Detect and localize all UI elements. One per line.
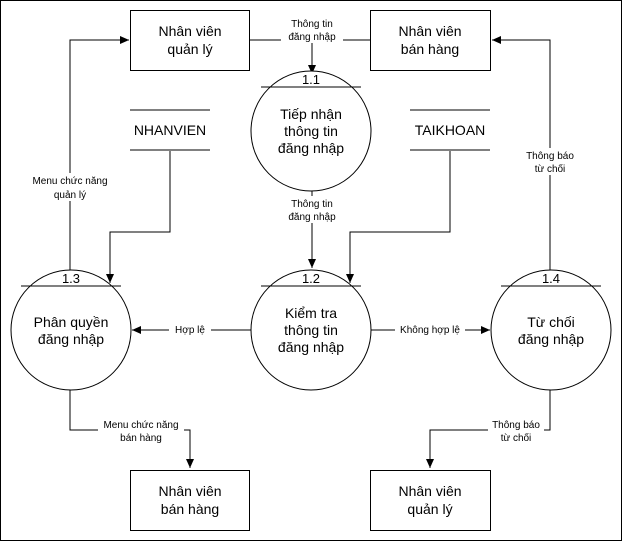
flow-1-4-to-sales [492, 36, 551, 270]
svg-text:thông tin: thông tin [284, 322, 338, 338]
label-reject-notice-top: Thông báo từ chối [522, 148, 578, 175]
svg-text:NHANVIEN: NHANVIEN [134, 122, 206, 138]
svg-text:Thông báo: Thông báo [492, 420, 540, 431]
label-invalid: Không hợp lệ [395, 323, 465, 337]
svg-text:1.3: 1.3 [62, 271, 80, 286]
svg-text:Nhân viên: Nhân viên [158, 483, 221, 499]
svg-text:1.4: 1.4 [542, 271, 560, 286]
svg-text:TAIKHOAN: TAIKHOAN [415, 122, 486, 138]
label-reject-notice-bottom: Thông báo từ chối [488, 417, 544, 444]
svg-text:Thông tin: Thông tin [291, 199, 333, 210]
entity-top-sales: Nhân viên bán hàng [370, 10, 491, 71]
entity-bottom-sales: Nhân viên bán hàng [130, 470, 250, 531]
label-valid: Hợp lệ [169, 323, 211, 337]
label-sales-menu: Menu chức năng bán hàng [98, 417, 184, 444]
svg-text:1.2: 1.2 [302, 271, 320, 286]
process-1-4: 1.4 Từ chối đăng nhập [490, 269, 612, 391]
process-1-1: 1.1 Tiếp nhận thông tin đăng nhập [250, 70, 372, 192]
svg-text:Nhân viên: Nhân viên [158, 23, 221, 39]
svg-text:đăng nhập: đăng nhập [38, 331, 104, 347]
svg-text:Thông báo: Thông báo [526, 151, 574, 162]
process-1-2: 1.2 Kiểm tra thông tin đăng nhập [250, 269, 372, 391]
label-manager-menu: Menu chức năng quản lý [28, 173, 112, 201]
svg-text:Kiểm tra: Kiểm tra [285, 305, 337, 321]
label-login-info-top: Thông tin đăng nhập [281, 17, 343, 43]
svg-text:quản lý: quản lý [54, 190, 86, 201]
svg-text:Phân quyền: Phân quyền [34, 314, 109, 330]
svg-text:Không hợp lệ: Không hợp lệ [400, 325, 460, 336]
process-1-3: 1.3 Phân quyền đăng nhập [10, 269, 132, 391]
entity-bottom-manager: Nhân viên quản lý [370, 470, 491, 531]
svg-text:từ chối: từ chối [535, 163, 566, 175]
svg-text:đăng nhập: đăng nhập [288, 32, 336, 43]
svg-text:quản lý: quản lý [407, 501, 452, 517]
svg-text:đăng nhập: đăng nhập [278, 140, 344, 156]
store-taikhoan: TAIKHOAN [410, 109, 490, 151]
svg-text:1.1: 1.1 [302, 72, 320, 87]
svg-text:Thông tin: Thông tin [291, 19, 333, 30]
svg-text:bán hàng: bán hàng [120, 433, 162, 444]
svg-text:Từ chối: Từ chối [527, 314, 575, 330]
svg-text:đăng nhập: đăng nhập [518, 331, 584, 347]
svg-text:Menu chức năng: Menu chức năng [32, 176, 107, 187]
flow-nhanvien-to-1-3 [106, 151, 171, 283]
svg-text:đăng nhập: đăng nhập [288, 212, 336, 223]
label-login-info-mid: Thông tin đăng nhập [282, 196, 342, 223]
flow-login-to-1-1 [250, 39, 316, 74]
store-nhanvien: NHANVIEN [130, 109, 210, 151]
svg-text:Tiếp nhận: Tiếp nhận [280, 106, 342, 122]
flow-taikhoan-to-1-2 [346, 151, 451, 283]
svg-text:Nhân viên: Nhân viên [398, 23, 461, 39]
entity-top-manager: Nhân viên quản lý [130, 10, 250, 71]
svg-text:từ chối: từ chối [501, 432, 532, 444]
svg-text:bán hàng: bán hàng [161, 501, 219, 517]
svg-text:đăng nhập: đăng nhập [278, 339, 344, 355]
svg-text:bán hàng: bán hàng [401, 41, 459, 57]
svg-text:Hợp lệ: Hợp lệ [175, 325, 205, 336]
svg-text:Nhân viên: Nhân viên [398, 483, 461, 499]
svg-text:quản lý: quản lý [167, 41, 212, 57]
flow-1-3-to-manager [69, 36, 129, 270]
svg-text:Menu chức năng: Menu chức năng [103, 420, 178, 431]
svg-text:thông tin: thông tin [284, 123, 338, 139]
